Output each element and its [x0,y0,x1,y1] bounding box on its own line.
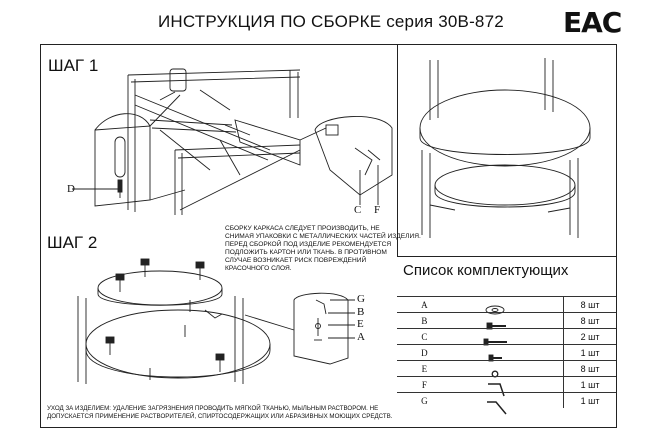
warning-line: случае возникает риск повреждений [225,257,367,265]
content-frame [40,44,617,428]
step-2-heading: ШАГ 2 [47,233,98,252]
part-quantity: 8 шт [563,296,616,313]
warning-line: красочного слоя. [225,265,292,273]
part-icon-cell [451,296,564,313]
part-icon-cell [451,312,564,329]
divider-vertical [397,44,398,257]
step2-drawing [77,258,355,384]
callout-g: G [357,293,365,305]
callout-e: E [357,318,364,330]
part-letter: G [397,392,452,408]
callout-d: D [67,183,75,195]
part-letter: D [397,344,452,361]
care-line: допускается применение растворителей, сп… [47,412,393,420]
assembled-table-drawing [419,58,591,238]
care-instructions: Уход за изделием: удаление загрязнения п… [47,405,393,420]
step1-detail-right [299,116,393,205]
part-letter: A [397,296,452,313]
callout-a: A [357,331,365,343]
part-quantity: 1 шт [563,392,616,408]
part-icon-cell [451,360,564,377]
warning-line: снимая упаковки с металлических частей и… [225,233,421,241]
parts-list-title: Список комплектующих [403,262,569,279]
part-letter: E [397,360,452,377]
table-row: G 1 шт [397,392,616,408]
table-row: F 1 шт [397,376,616,393]
step1-detail-left [72,68,187,207]
table-row: D 1 шт [397,344,616,361]
callout-c: C [354,204,362,216]
parts-list-table: A 8 шт B 8 шт C 2 шт D 1 шт E 8 шт F 1 ш… [397,296,616,408]
part-icon-cell [451,328,564,345]
callout-f: F [374,204,381,216]
warning-line: Перед сборкой под изделие рекомендуется [225,241,392,249]
part-icon-cell [451,392,564,408]
eac-certification-mark: ЕАС [563,6,622,39]
step1-frame-drawing [127,69,301,215]
table-row: B 8 шт [397,312,616,329]
part-quantity: 8 шт [563,360,616,377]
part-icon-cell [451,376,564,393]
divider-horizontal [397,256,616,257]
part-letter: F [397,376,452,393]
part-quantity: 2 шт [563,328,616,345]
document-title: ИНСТРУКЦИЯ ПО СБОРКЕ серия 30B-872 [158,12,504,31]
care-line: Уход за изделием: удаление загрязнения п… [47,405,379,412]
table-row: E 8 шт [397,360,616,377]
part-icon-cell [451,344,564,361]
step-1-heading: ШАГ 1 [48,56,99,75]
table-row: A 8 шт [397,296,616,313]
warning-line: Сборку каркаса следует производить, не [225,225,380,232]
assembly-warning-note: Сборку каркаса следует производить, не с… [225,225,425,274]
table-row: C 2 шт [397,328,616,345]
part-quantity: 1 шт [563,376,616,393]
callout-b: B [357,306,365,318]
part-quantity: 1 шт [563,344,616,361]
part-quantity: 8 шт [563,312,616,329]
warning-line: подложить картон или ткань. В противном [225,249,387,257]
part-letter: C [397,328,452,345]
part-letter: B [397,312,452,329]
